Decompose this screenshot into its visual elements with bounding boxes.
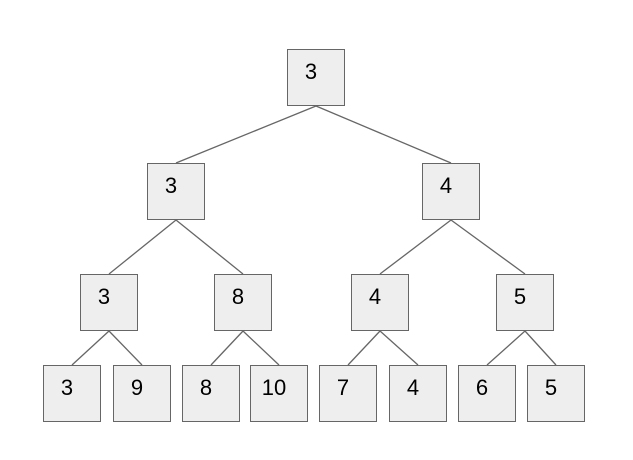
tree-node-n001[interactable]: 9 xyxy=(113,365,171,422)
tree-node-root[interactable]: 3 xyxy=(287,49,345,106)
tree-edge-n01-n011 xyxy=(242,330,280,366)
tree-node-n000[interactable]: 3 xyxy=(43,365,101,422)
tree-node-n100[interactable]: 7 xyxy=(319,365,377,422)
tree-node-n111[interactable]: 5 xyxy=(527,365,585,422)
tree-edge-n00-n000 xyxy=(71,330,110,366)
tree-edge-n11-n111 xyxy=(524,330,557,366)
tree-edge-n01-n010 xyxy=(210,330,244,366)
tree-edge-n11-n110 xyxy=(486,330,526,366)
tree-edge-root-n1 xyxy=(315,105,452,164)
tree-node-n10[interactable]: 4 xyxy=(351,274,409,331)
tree-node-n00[interactable]: 3 xyxy=(80,274,138,331)
tree-node-n010[interactable]: 8 xyxy=(182,365,240,422)
tree-edge-n10-n100 xyxy=(347,330,381,366)
tree-edge-n10-n101 xyxy=(379,330,419,366)
tree-node-n101[interactable]: 4 xyxy=(389,365,447,422)
tree-node-n011[interactable]: 10 xyxy=(250,365,308,422)
tree-edge-n1-n10 xyxy=(379,219,452,275)
tree-edge-root-n0 xyxy=(175,105,317,164)
tree-node-n110[interactable]: 6 xyxy=(458,365,516,422)
tree-node-n11[interactable]: 5 xyxy=(496,274,554,331)
tree-node-n0[interactable]: 3 xyxy=(147,163,205,220)
tree-node-n01[interactable]: 8 xyxy=(214,274,272,331)
tree-edge-n1-n11 xyxy=(450,219,526,275)
tree-edge-n0-n00 xyxy=(108,219,177,275)
tree-node-n1[interactable]: 4 xyxy=(422,163,480,220)
tree-edge-n00-n001 xyxy=(108,330,143,366)
tree-edge-n0-n01 xyxy=(175,219,244,275)
